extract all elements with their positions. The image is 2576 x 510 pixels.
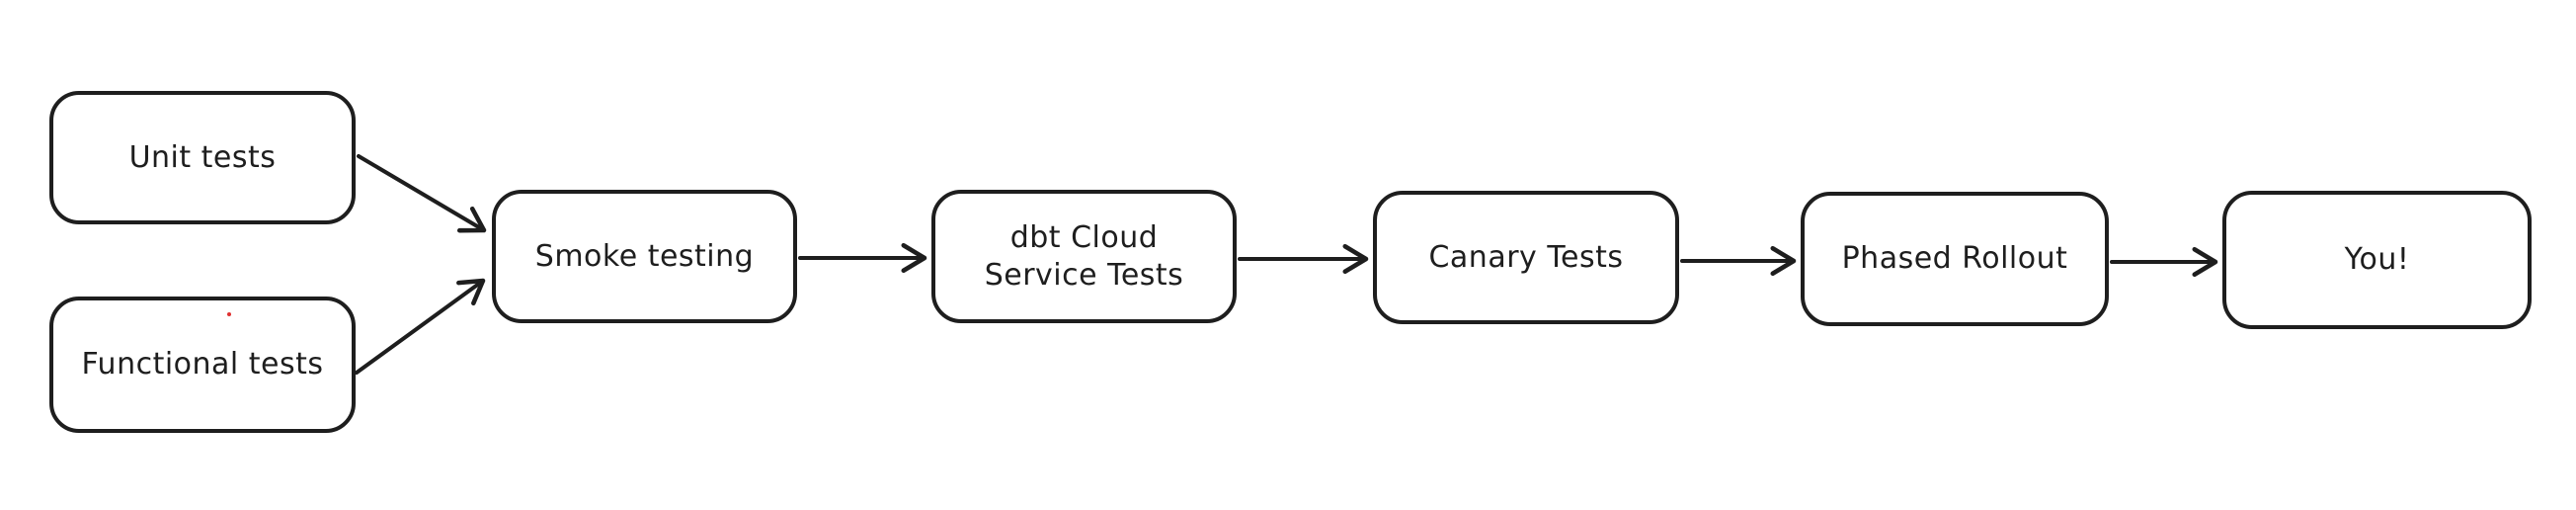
node-you[interactable]: You! xyxy=(2222,191,2532,329)
node-unit-tests-label: Unit tests xyxy=(128,139,277,175)
node-you-label: You! xyxy=(2344,242,2410,278)
arrow-functional-to-smoke[interactable] xyxy=(355,278,486,375)
node-canary-tests[interactable]: Canary Tests xyxy=(1373,191,1679,324)
node-functional-tests-label: Functional tests xyxy=(81,347,324,382)
node-functional-tests[interactable]: Functional tests xyxy=(49,297,356,433)
node-dbt-cloud-service-tests[interactable]: dbt Cloud Service Tests xyxy=(931,190,1237,323)
node-smoke-testing-label: Smoke testing xyxy=(534,238,755,274)
arrow-unit-to-smoke[interactable] xyxy=(357,154,487,233)
node-unit-tests[interactable]: Unit tests xyxy=(49,91,356,224)
node-phased-rollout[interactable]: Phased Rollout xyxy=(1801,192,2109,326)
node-canary-tests-label: Canary Tests xyxy=(1428,239,1624,275)
node-phased-rollout-label: Phased Rollout xyxy=(1841,241,2068,277)
node-smoke-testing[interactable]: Smoke testing xyxy=(492,190,797,323)
node-dbt-cloud-service-tests-label: dbt Cloud Service Tests xyxy=(984,220,1184,293)
red-dot-artifact xyxy=(227,312,231,316)
